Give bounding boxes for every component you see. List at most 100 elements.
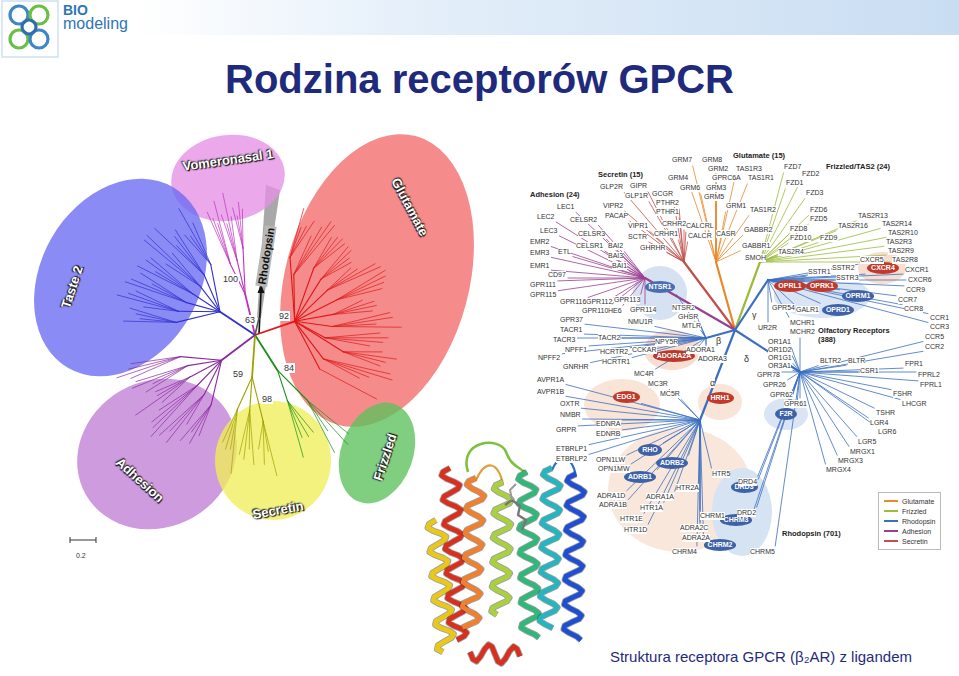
receptor-name: HCRTR2 (600, 348, 628, 356)
tree-branch (644, 420, 700, 513)
label-anchor: GALR1 (796, 298, 819, 316)
label-anchor: FPR1 (905, 352, 923, 370)
clade-name: Rhodopsin (255, 225, 276, 288)
tree-branch (589, 420, 700, 445)
tree-branch (623, 420, 701, 430)
tree-branch (188, 360, 222, 365)
receptor-name: PTHR2 (656, 199, 679, 207)
tree-branch (204, 275, 220, 312)
label-anchor: BLTR (848, 349, 865, 367)
tree-branch (677, 295, 706, 338)
caption: Struktura receptora GPCR (β₂AR) z ligand… (610, 648, 912, 666)
label-anchor: GRM1 (726, 194, 746, 212)
tree-branch (222, 335, 256, 360)
label-anchor: HCRTR2 (600, 340, 628, 358)
receptor-name: CCR9 (906, 286, 925, 294)
label-anchor: UR2R (758, 316, 777, 334)
tree-branch (792, 348, 800, 372)
receptor-name: UR2R (758, 324, 777, 332)
receptor-name: GPR61 (784, 400, 807, 408)
label-anchor: GPR37 (560, 308, 583, 326)
receptor-name: TAS2R9 (888, 247, 914, 255)
label-anchor: TAS1R2 (750, 198, 776, 216)
clade-name: Secretin (251, 498, 304, 522)
receptor-name: ADRB1 (628, 473, 652, 481)
label-anchor: Glutamate (15) (733, 144, 785, 162)
receptor-name: VIPR1 (628, 222, 648, 230)
label-anchor: DRD4 (738, 470, 757, 488)
receptor-name: LEC3 (540, 227, 558, 235)
receptor-name: EDNRA (596, 420, 621, 428)
receptor-name: CHRM4 (672, 548, 697, 556)
receptor-name: GPR26 (763, 381, 786, 389)
receptor-name: MC5R (660, 390, 680, 398)
receptor-name: GPR113 (614, 296, 640, 304)
region-fill (249, 112, 504, 448)
tree-branch (758, 372, 800, 479)
tree-branch (243, 248, 245, 294)
helix-shadow (462, 478, 484, 628)
region-fill (0, 147, 242, 407)
receptor-name: GHRHR (640, 244, 666, 252)
receptor-name: PACAP (605, 212, 628, 220)
receptor-name: TAS1R3 (736, 165, 762, 173)
receptor-name: FZD6 (810, 206, 828, 214)
legend-row: Glutamate (884, 496, 935, 506)
tree-branch (800, 338, 801, 372)
receptor-name: FPRL1 (920, 381, 942, 389)
receptor-name: GRM3 (706, 184, 726, 192)
tree-branch (800, 372, 916, 373)
receptor-name: HTR1A (640, 504, 663, 512)
label-anchor: Secretin (15) (598, 163, 643, 181)
trunk-branch (735, 280, 768, 330)
receptor-name: CXCR5 (860, 256, 884, 264)
label-anchor: Adhesion (24) (530, 183, 580, 201)
tree-branch (238, 377, 253, 409)
receptor-name: LEC1 (557, 203, 575, 211)
receptor-name: TAS1R1 (748, 174, 774, 182)
label-anchor: AVPR1A (537, 368, 564, 386)
tree-branch (577, 338, 706, 339)
receptor-name: ETL (558, 248, 571, 256)
receptor-name: FZD7 (784, 163, 802, 171)
tree-branch (800, 372, 858, 373)
receptor-name: F2R (779, 410, 792, 418)
receptor-name: GPR54 (772, 304, 795, 312)
receptor-name: LHCGR (902, 400, 927, 408)
receptor-name: ADRA2A (682, 534, 710, 542)
receptor-name: MRGX1 (850, 448, 875, 456)
tree-branch (768, 280, 928, 314)
trunk-branch (645, 278, 735, 330)
legend-text: Secretin (902, 537, 928, 546)
label-anchor: HTR2A (676, 476, 699, 494)
receptor-name: GLP2R (600, 183, 623, 191)
receptor-name: BAI2 (608, 242, 623, 250)
receptor-name: OPRM1 (846, 292, 871, 300)
family-header: Olfactory Receptors (388) (818, 326, 890, 344)
label-anchor: GABBR1 (742, 234, 770, 252)
receptor-name: FPR1 (905, 360, 923, 368)
label-anchor: CXCR5 (860, 248, 884, 266)
label-anchor: CALCRL (686, 214, 714, 232)
receptor-name: CCR3 (930, 323, 949, 331)
clade-name: Taste 2 (58, 264, 86, 310)
tree-branch (566, 385, 700, 421)
receptor-name: GABBR1 (742, 242, 770, 250)
label-anchor: CCR1 (930, 306, 949, 324)
receptor-name: FZD5 (810, 215, 828, 223)
tree-branch (681, 400, 700, 421)
label-anchor: LEC3 (540, 219, 558, 237)
receptor-name: OPN1LW (596, 456, 625, 464)
receptor-name: OXTR (560, 400, 579, 408)
receptor-name: TACR1 (560, 326, 582, 334)
rhodopsin-arrow (259, 292, 261, 334)
label-anchor: 59 (232, 363, 244, 381)
receptor-name: GALR1 (796, 306, 819, 314)
label-anchor: α (710, 372, 715, 390)
label-anchor: GRM4 (668, 166, 688, 184)
scale-bar (70, 540, 96, 541)
receptor-name: CXCR6 (908, 276, 932, 284)
receptor-name: FZD1 (786, 179, 804, 187)
tree-branch (657, 420, 700, 470)
label-anchor: SSTR2 (832, 256, 855, 274)
